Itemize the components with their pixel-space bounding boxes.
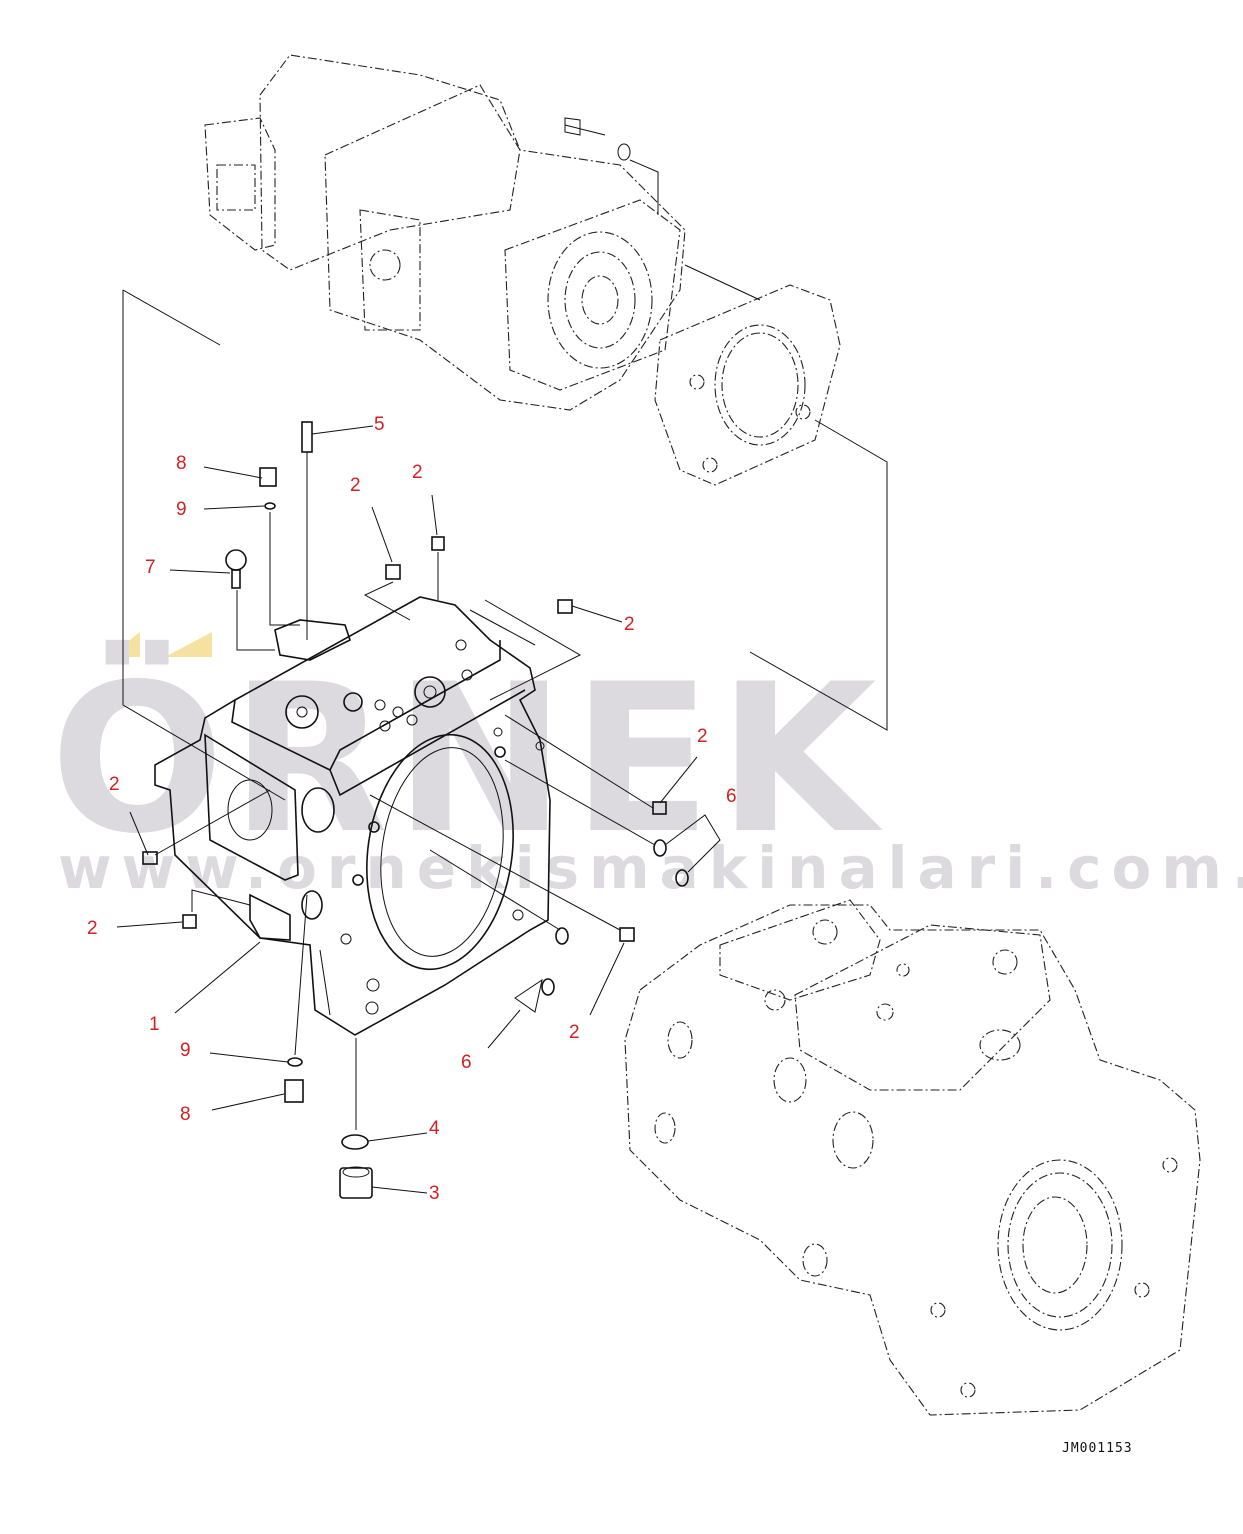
callout-2: 2 <box>569 1022 580 1043</box>
part-2-plug <box>557 599 573 614</box>
callout-8: 8 <box>180 1104 191 1125</box>
callout-1: 1 <box>149 1014 160 1035</box>
part-6-oring <box>653 839 667 857</box>
callout-8: 8 <box>176 453 187 474</box>
callout-9: 9 <box>180 1040 191 1061</box>
callout-3: 3 <box>429 1183 440 1204</box>
part-9-oring-bottom <box>287 1057 303 1067</box>
leader-lines <box>116 425 698 1194</box>
part-2-plug <box>431 536 445 551</box>
watermark-accent-mark <box>165 632 212 657</box>
callouts: 5 8 9 2 2 7 2 2 6 2 2 1 9 8 6 2 4 3 <box>87 414 737 1204</box>
part-6-oring <box>555 927 569 945</box>
part-6-oring <box>675 869 689 887</box>
callout-2: 2 <box>697 726 708 747</box>
callout-2: 2 <box>624 614 635 635</box>
part-2-plug <box>182 914 197 929</box>
part-4-oring <box>341 1134 369 1150</box>
part-6-oring <box>541 978 555 996</box>
part-2-plug <box>619 927 635 942</box>
callout-5: 5 <box>374 414 385 435</box>
part-2-plug <box>142 851 158 865</box>
drawing-code: JM001153 <box>1062 1441 1133 1456</box>
callout-6: 6 <box>726 786 737 807</box>
part-7-eyebolt <box>225 549 247 571</box>
part-9-oring-top <box>264 502 276 510</box>
pump-housing <box>154 596 551 1036</box>
part-3-plug <box>339 1167 373 1199</box>
callout-2: 2 <box>109 774 120 795</box>
callout-4: 4 <box>429 1118 440 1139</box>
part-2-plug <box>385 564 401 580</box>
callout-7: 7 <box>145 557 156 578</box>
callout-2: 2 <box>87 918 98 939</box>
small-parts <box>142 421 721 1199</box>
upper-pump-phantom <box>204 54 888 731</box>
part-8-plug-top <box>259 467 277 487</box>
callout-2: 2 <box>350 475 361 496</box>
lower-pump-phantom <box>624 899 1201 1416</box>
callout-6: 6 <box>461 1052 472 1073</box>
callout-2: 2 <box>412 462 423 483</box>
assembly-guide-line <box>122 289 286 801</box>
part-5-valve <box>301 421 313 453</box>
watermark-url: www.ornekismakinalari.com.tr <box>58 834 1243 902</box>
callout-9: 9 <box>176 499 187 520</box>
part-8-plug-bottom <box>284 1079 304 1103</box>
watermark-accent-mark <box>108 632 140 657</box>
